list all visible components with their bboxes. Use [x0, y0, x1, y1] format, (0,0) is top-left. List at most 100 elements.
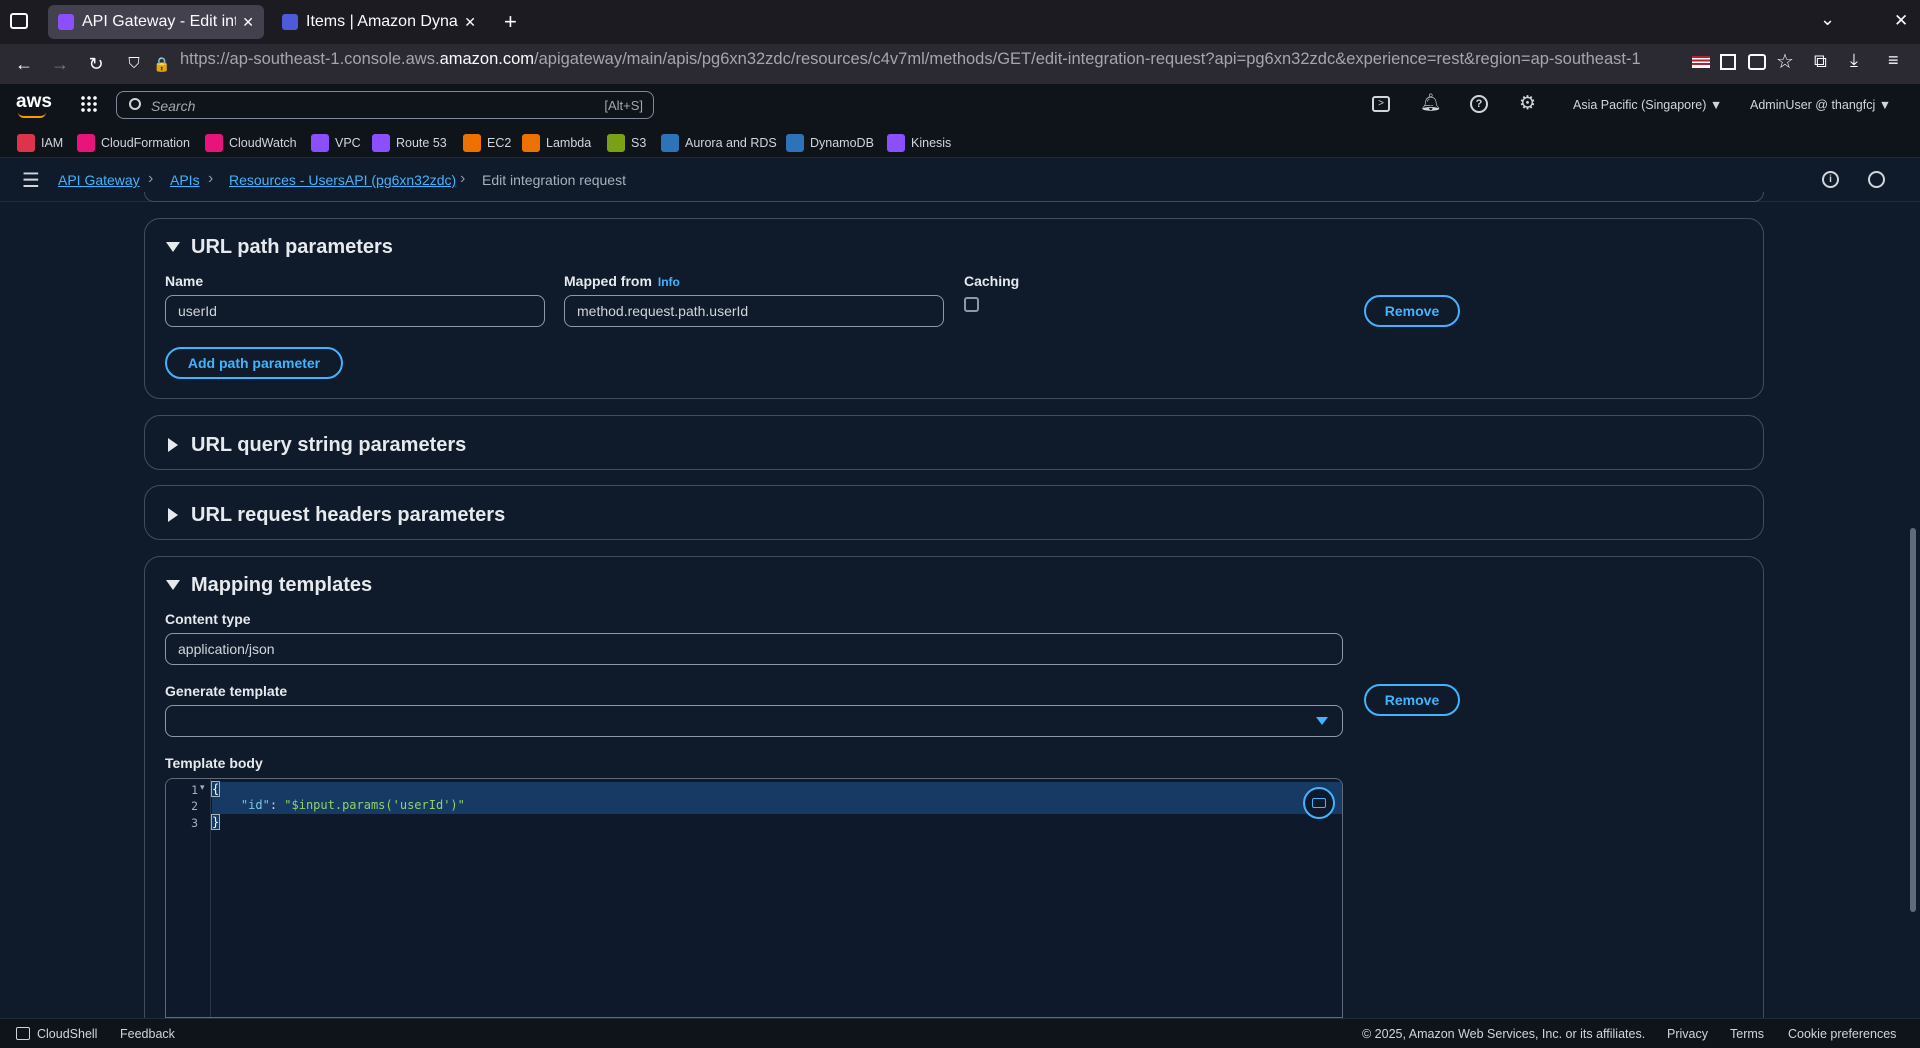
- search-shortcut: [Alt+S]: [604, 98, 643, 113]
- gear-icon[interactable]: ⚙: [1519, 93, 1537, 114]
- settings-circle-icon[interactable]: [1868, 171, 1885, 188]
- services-grid-icon[interactable]: [80, 95, 98, 113]
- aws-logo[interactable]: aws: [16, 91, 52, 112]
- editor-gutter: [166, 779, 211, 1017]
- template-body-editor[interactable]: 1 ▾ 2 3 { "id": "$input.params('userId')…: [165, 778, 1343, 1018]
- downloads-icon[interactable]: ⤓: [1850, 50, 1858, 70]
- code-brace: {: [210, 781, 221, 797]
- favorite-aurora-rds[interactable]: Aurora and RDS: [661, 133, 777, 153]
- generate-template-select[interactable]: [165, 705, 1343, 737]
- caret-down-icon[interactable]: [166, 580, 180, 590]
- back-icon[interactable]: ←: [15, 54, 33, 74]
- mapped-from-text: Mapped from: [564, 273, 652, 289]
- bell-icon[interactable]: 🔔︎: [1420, 93, 1442, 112]
- caret-down-icon[interactable]: [166, 242, 180, 252]
- terms-link[interactable]: Terms: [1730, 1027, 1765, 1041]
- favorite-iam[interactable]: IAM: [17, 133, 63, 153]
- favorite-label: S3: [631, 136, 647, 150]
- search-input[interactable]: Search [Alt+S]: [116, 91, 654, 119]
- favorite-label: EC2: [487, 136, 512, 150]
- remove-path-param-button[interactable]: Remove: [1364, 295, 1460, 327]
- tab-dynamodb[interactable]: Items | Amazon Dynam ✕: [272, 5, 486, 39]
- iam-icon: [17, 134, 35, 152]
- favorite-vpc[interactable]: VPC: [311, 133, 361, 153]
- close-tab-icon[interactable]: ✕: [242, 13, 254, 30]
- favorite-ec2[interactable]: EC2: [463, 133, 511, 153]
- api-gateway-favicon-icon: [58, 14, 74, 30]
- request-headers-parameters-heading[interactable]: URL request headers parameters: [191, 504, 506, 526]
- favorite-cloudformation[interactable]: CloudFormation: [77, 133, 190, 153]
- generate-template-label: Generate template: [165, 683, 288, 699]
- console-footer: CloudShell Feedback © 2025, Amazon Web S…: [0, 1018, 1920, 1048]
- new-tab-icon[interactable]: +: [504, 9, 517, 34]
- shield-icon[interactable]: ⛉: [128, 55, 140, 72]
- favorite-label: Route 53: [396, 136, 447, 150]
- query-string-parameters-heading[interactable]: URL query string parameters: [191, 434, 467, 456]
- add-path-parameter-button[interactable]: Add path parameter: [165, 347, 343, 379]
- extensions-icon[interactable]: ⧉: [1814, 51, 1827, 71]
- breadcrumb-resources[interactable]: Resources - UsersAPI (pg6xn32zdc): [229, 172, 457, 188]
- path-param-mapped-input[interactable]: method.request.path.userId: [564, 295, 944, 327]
- flag-icon[interactable]: [1692, 56, 1710, 68]
- menu-icon[interactable]: ≡: [1888, 50, 1899, 70]
- fold-arrow-icon[interactable]: ▾: [200, 782, 205, 792]
- path-param-name-input[interactable]: userId: [165, 295, 545, 327]
- favorite-kinesis[interactable]: Kinesis: [887, 133, 951, 153]
- info-link[interactable]: Info: [657, 275, 680, 289]
- bookmark-star-icon[interactable]: ☆: [1776, 51, 1794, 73]
- tab-list-icon[interactable]: [10, 13, 28, 29]
- code-line-1: {: [210, 781, 1342, 798]
- kinesis-icon: [887, 134, 905, 152]
- reader-icon[interactable]: [1748, 54, 1766, 70]
- region-selector[interactable]: Asia Pacific (Singapore) ▼: [1573, 98, 1723, 112]
- close-window-icon[interactable]: ✕: [1894, 11, 1909, 30]
- caret-right-icon[interactable]: [168, 508, 178, 522]
- page-scrollbar[interactable]: [1910, 528, 1916, 912]
- tab-api-gateway[interactable]: API Gateway - Edit inte ✕: [48, 5, 264, 39]
- favorite-cloudwatch[interactable]: CloudWatch: [205, 133, 297, 153]
- favorite-dynamodb[interactable]: DynamoDB: [786, 133, 874, 153]
- caching-checkbox[interactable]: [964, 297, 979, 312]
- feedback-link[interactable]: Feedback: [120, 1027, 175, 1041]
- mapping-templates-heading[interactable]: Mapping templates: [191, 574, 373, 596]
- info-circle-icon[interactable]: i: [1822, 171, 1839, 188]
- vpc-icon: [311, 134, 329, 152]
- favorite-s3[interactable]: S3: [607, 133, 646, 153]
- reload-icon[interactable]: ↻: [88, 54, 104, 74]
- name-label: Name: [165, 273, 204, 289]
- hamburger-menu-icon[interactable]: ☰: [22, 170, 40, 192]
- close-tab-icon[interactable]: ✕: [464, 13, 476, 30]
- favorite-lambda[interactable]: Lambda: [522, 133, 591, 153]
- browser-tab-bar: API Gateway - Edit inte ✕ Items | Amazon…: [0, 0, 1920, 44]
- url-prefix: https://ap-southeast-1.console.aws.: [180, 50, 440, 68]
- cloudshell-icon[interactable]: >: [1372, 96, 1390, 112]
- breadcrumb-apis[interactable]: APIs: [170, 172, 200, 188]
- qr-icon[interactable]: [1720, 54, 1736, 70]
- path-parameters-heading[interactable]: URL path parameters: [191, 236, 393, 258]
- forward-icon[interactable]: →: [51, 54, 69, 74]
- breadcrumb-api-gateway[interactable]: API Gateway: [58, 172, 140, 188]
- keyboard-icon[interactable]: [1303, 787, 1335, 819]
- help-icon[interactable]: ?: [1470, 95, 1488, 113]
- line-number: 3: [191, 816, 198, 830]
- cloudshell-link[interactable]: CloudShell: [37, 1027, 98, 1041]
- tab-overflow-chevron-icon[interactable]: ⌄: [1820, 9, 1836, 29]
- content-type-input[interactable]: application/json: [165, 633, 1343, 665]
- query-string-parameters-panel[interactable]: [144, 415, 1764, 470]
- favorite-route53[interactable]: Route 53: [372, 133, 447, 153]
- account-menu[interactable]: AdminUser @ thangfcj ▼: [1750, 98, 1892, 112]
- lock-icon[interactable]: 🔒: [153, 56, 171, 72]
- favorite-label: CloudFormation: [101, 136, 190, 150]
- code-key: "id": [240, 798, 270, 812]
- caret-right-icon[interactable]: [168, 438, 178, 452]
- privacy-link[interactable]: Privacy: [1667, 1027, 1708, 1041]
- url-domain: amazon.com: [439, 50, 535, 68]
- cookie-preferences-link[interactable]: Cookie preferences: [1788, 1027, 1897, 1041]
- address-bar[interactable]: https://ap-southeast-1.console.aws.amazo…: [180, 50, 1641, 69]
- request-headers-parameters-panel[interactable]: [144, 485, 1764, 540]
- dynamodb-favicon-icon: [282, 14, 298, 30]
- rds-icon: [661, 134, 679, 152]
- remove-template-button[interactable]: Remove: [1364, 684, 1460, 716]
- content-type-label: Content type: [165, 611, 251, 627]
- code-line-3: }: [210, 814, 221, 831]
